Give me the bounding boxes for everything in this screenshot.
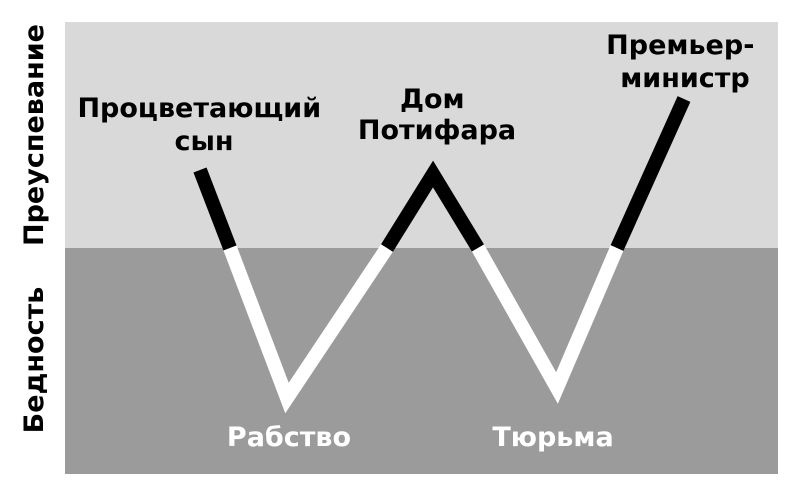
life-path	[193, 96, 691, 414]
segment-fall-to-slavery	[223, 244, 393, 414]
label-prison: Тюрьма	[492, 422, 613, 453]
segment-start-decline	[193, 167, 237, 251]
poverty-axis-label: Бедность	[19, 287, 50, 434]
label-slavery: Рабство	[227, 422, 351, 453]
segment-fall-to-prison	[471, 244, 624, 404]
poverty-zone	[65, 248, 778, 474]
segment-rise-potiphar	[381, 160, 484, 252]
prosperity-zone	[65, 22, 778, 248]
prosperity-axis-label: Преуспевание	[19, 24, 50, 246]
label-potiphar-house: Дом Потифара	[358, 84, 516, 146]
segment-rise-to-minister	[610, 96, 691, 251]
label-prime-minister: Премьер- министр	[606, 30, 764, 94]
label-prosperous-son: Процветающий сын	[77, 93, 330, 157]
